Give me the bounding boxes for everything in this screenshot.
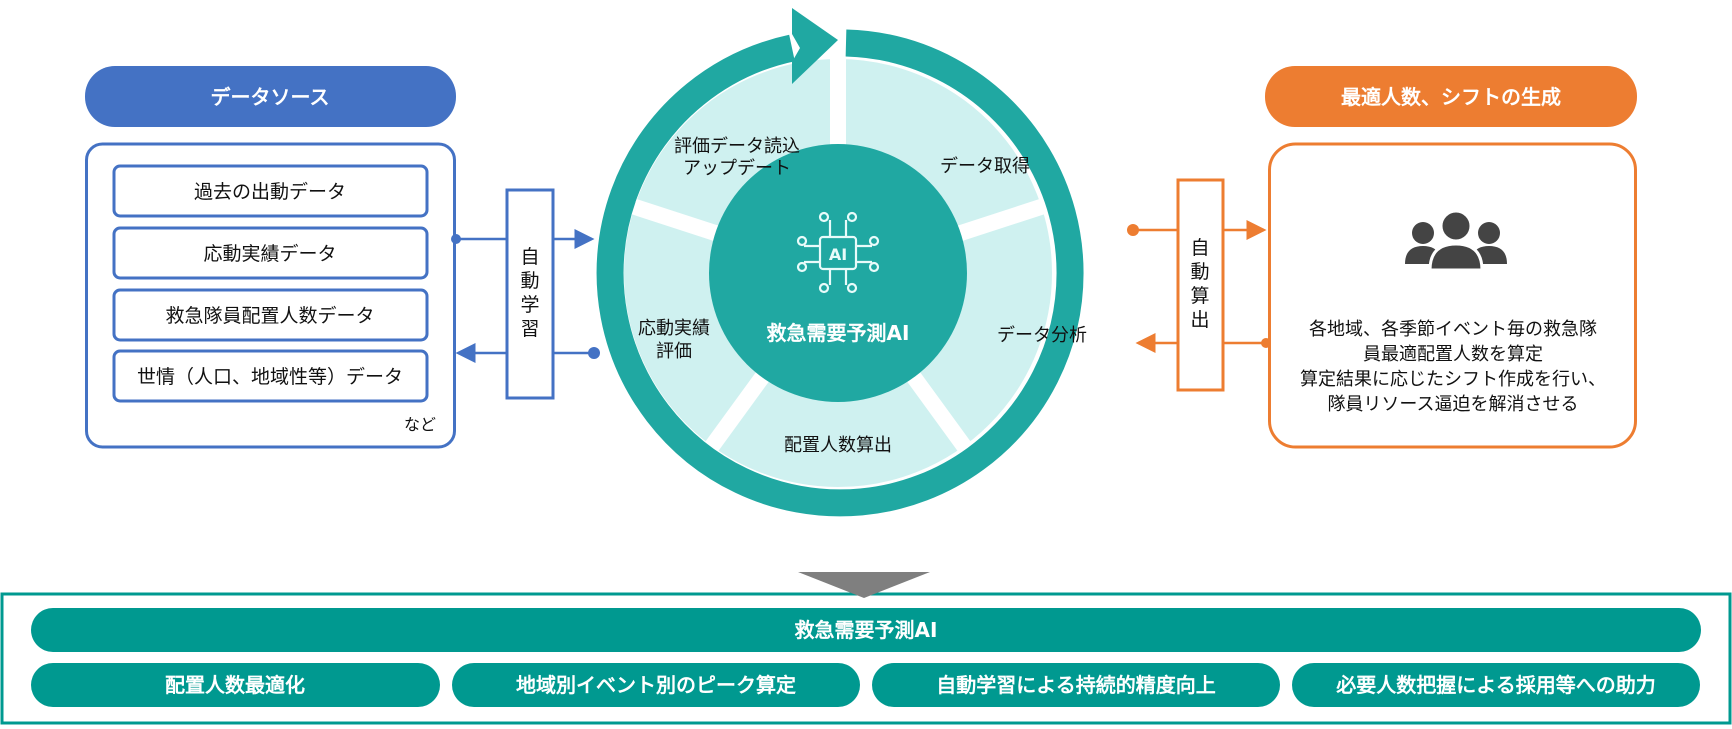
auto-calc-char: 動	[1190, 261, 1209, 283]
center-label: 救急需要予測AI	[767, 321, 910, 345]
auto-learning-char: 習	[520, 318, 539, 340]
benefit-pill: 必要人数把握による採用等への助力	[1292, 663, 1700, 707]
cycle-arrowhead	[792, 8, 838, 84]
auto-calc-box	[1176, 178, 1225, 392]
segment-update-line1: 評価データ読込	[674, 136, 800, 157]
segment-update-line2: アップデート	[683, 158, 791, 179]
etc-label: など	[404, 415, 436, 434]
auto-calc-char: 出	[1190, 309, 1209, 331]
benefit-label: 必要人数把握による採用等への助力	[1335, 673, 1655, 697]
segment-acquire: データ取得	[940, 156, 1030, 177]
center-circle	[709, 144, 967, 402]
data-source-item: 応動実績データ	[112, 226, 429, 280]
data-source-header	[85, 66, 456, 127]
output-text-line: 算定結果に応じたシフト作成を行い、	[1300, 369, 1606, 390]
data-source-panel: データソース 過去の出動データ 応動実績データ 救急隊員配置人数データ 世情（人…	[85, 66, 456, 449]
auto-learning-box	[505, 188, 555, 400]
auto-learning-char: 学	[520, 294, 539, 316]
benefit-pill: 配置人数最適化	[31, 663, 440, 707]
segment-evaluate-line1: 応動実績	[638, 318, 710, 339]
data-source-item: 救急隊員配置人数データ	[112, 288, 429, 342]
benefit-label: 自動学習による持続的精度向上	[936, 673, 1215, 697]
summary-panel: 救急需要予測AI 配置人数最適化 地域別イベント別のピーク算定 自動学習による持…	[0, 572, 1732, 725]
cycle-ring-arrow	[596, 29, 1084, 517]
data-source-item-label: 救急隊員配置人数データ	[165, 305, 374, 327]
summary-title: 救急需要予測AI	[795, 618, 938, 642]
down-triangle-icon	[798, 572, 930, 598]
segment-analyze: データ分析	[997, 325, 1087, 346]
summary-title-bar	[31, 608, 1701, 652]
calc-arrows: 自 動 算 出	[1127, 178, 1271, 392]
segment-evaluate-line2: 評価	[656, 341, 692, 362]
auto-calc-char: 自	[1190, 237, 1209, 259]
ai-chip-icon: AI	[796, 211, 880, 294]
learning-arrows: 自 動 学 習	[451, 188, 600, 400]
data-source-item-label: 過去の出動データ	[194, 181, 346, 203]
output-box	[1268, 142, 1637, 449]
auto-calc-char: 算	[1190, 285, 1209, 307]
output-text-line: 各地域、各季節イベント毎の救急隊	[1309, 319, 1597, 340]
ai-chip-label: AI	[829, 245, 847, 264]
benefit-label: 地域別イベント別のピーク算定	[516, 673, 796, 697]
data-source-item-label: 世情（人口、地域性等）データ	[137, 366, 403, 388]
benefit-pill: 自動学習による持続的精度向上	[872, 663, 1280, 707]
output-text-line: 隊員リソース逼迫を解消させる	[1327, 394, 1578, 415]
data-source-item-label: 応動実績データ	[203, 243, 336, 265]
auto-learning-char: 動	[520, 270, 539, 292]
benefit-label: 配置人数最適化	[165, 673, 305, 697]
data-source-title: データソース	[211, 85, 330, 109]
output-panel: 最適人数、シフトの生成 各地域、各季節イベント毎の救急隊 員最適配置人数を算定 …	[1265, 66, 1637, 449]
people-group-icon	[1405, 209, 1507, 272]
output-text-line: 員最適配置人数を算定	[1363, 344, 1543, 365]
data-source-item: 世情（人口、地域性等）データ	[112, 349, 429, 403]
output-header	[1265, 66, 1637, 127]
output-title: 最適人数、シフトの生成	[1341, 85, 1561, 109]
data-source-item: 過去の出動データ	[112, 164, 429, 218]
auto-learning-char: 自	[520, 246, 539, 268]
ai-cycle: AI 救急需要予測AI データ取得 データ分析 配置人数算出 応動実績 評価 評…	[596, 8, 1087, 517]
benefit-pill: 地域別イベント別のピーク算定	[452, 663, 860, 707]
segment-calculate: 配置人数算出	[784, 435, 892, 456]
